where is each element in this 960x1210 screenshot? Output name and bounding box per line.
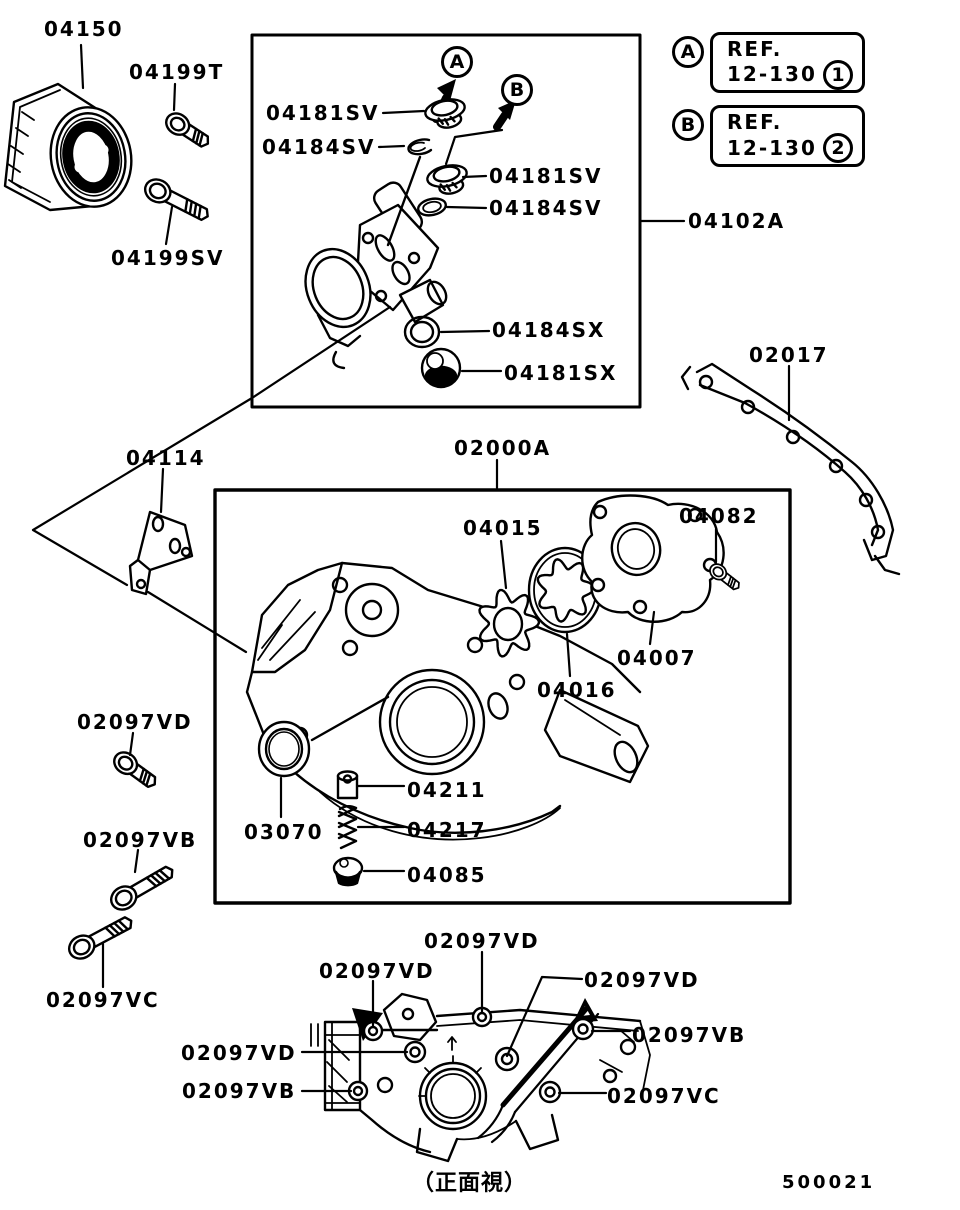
plug-04181SX-drawing bbox=[420, 347, 462, 389]
ref-b-number-circle: 2 bbox=[823, 133, 853, 163]
part-label-04114: 04114 bbox=[126, 446, 206, 470]
cover-04007-drawing bbox=[581, 494, 725, 623]
part-label-04102A: 04102A bbox=[688, 209, 786, 233]
part-label-02097VC-left: 02097VC bbox=[46, 988, 160, 1012]
part-label-04181SV-2: 04181SV bbox=[489, 164, 603, 188]
part-label-04184SX: 04184SX bbox=[492, 318, 606, 342]
plunger-04211-drawing bbox=[336, 770, 359, 800]
seal-03070-drawing bbox=[257, 720, 311, 778]
washer-04184SV-1-drawing bbox=[407, 138, 433, 156]
callout-a-circle: A bbox=[441, 46, 473, 78]
part-label-04085: 04085 bbox=[407, 863, 487, 887]
oil-pump-bracket-assembly-drawing bbox=[304, 155, 448, 370]
part-label-04007: 04007 bbox=[617, 646, 697, 670]
part-label-04181SV-1: 04181SV bbox=[266, 101, 380, 125]
part-label-02097VD-bottomleft: 02097VD bbox=[181, 1041, 297, 1065]
bolt-04199T-drawing bbox=[160, 107, 215, 154]
spring-04217-drawing bbox=[337, 805, 358, 850]
ref-a-line1: REF. bbox=[727, 37, 783, 61]
part-label-04082: 04082 bbox=[679, 504, 759, 528]
center-assembly-box bbox=[213, 488, 792, 905]
ref-a-marker-circle: A bbox=[672, 36, 704, 68]
union-bolt-04181SV-1-drawing bbox=[422, 94, 470, 133]
part-label-02097VB-bottomright: 02097VB bbox=[632, 1023, 747, 1047]
ring-04184SX-drawing bbox=[403, 315, 441, 349]
bracket-04114-drawing bbox=[128, 510, 194, 596]
ref-b-marker-circle: B bbox=[672, 109, 704, 141]
part-label-04199T: 04199T bbox=[129, 60, 225, 84]
oil-pump-case-drawing bbox=[245, 561, 650, 841]
part-label-04150: 04150 bbox=[44, 17, 124, 41]
leader-lines bbox=[31, 43, 791, 1095]
part-label-02097VD-mid: 02097VD bbox=[319, 959, 435, 983]
ref-a-number-circle: 1 bbox=[823, 60, 853, 90]
part-label-02097VD-top: 02097VD bbox=[424, 929, 540, 953]
ref-a-line2: 12-130 bbox=[727, 62, 817, 86]
gasket-02017-drawing bbox=[680, 362, 901, 576]
part-label-04016: 04016 bbox=[537, 678, 617, 702]
plug-04085-drawing bbox=[332, 856, 364, 887]
part-label-02097VC-bottomright: 02097VC bbox=[607, 1084, 721, 1108]
part-label-04217: 04217 bbox=[407, 818, 487, 842]
part-label-02017: 02017 bbox=[749, 343, 829, 367]
part-label-04184SV-2: 04184SV bbox=[489, 196, 603, 220]
callout-b-circle: B bbox=[501, 74, 533, 106]
part-label-02097VD-left: 02097VD bbox=[77, 710, 193, 734]
oring-04184SV-2-drawing bbox=[417, 197, 447, 217]
union-bolt-04181SV-2-drawing bbox=[424, 160, 472, 199]
part-label-04211: 04211 bbox=[407, 778, 487, 802]
front-view-drawing bbox=[310, 992, 651, 1163]
part-label-02097VD-right: 02097VD bbox=[584, 968, 700, 992]
rotor-04015-drawing bbox=[478, 588, 541, 658]
sheet-code: 500021 bbox=[782, 1172, 876, 1193]
bolt-04082-drawing bbox=[706, 560, 744, 595]
part-label-04184SV-1: 04184SV bbox=[262, 135, 376, 159]
bolt-02097VB-left-drawing bbox=[105, 859, 179, 916]
bolt-02097VD-left-drawing bbox=[108, 746, 162, 794]
part-label-04015: 04015 bbox=[463, 516, 543, 540]
oil-filter-drawing bbox=[3, 82, 133, 212]
part-label-04199SV: 04199SV bbox=[111, 246, 225, 270]
bolt-02097VC-left-drawing bbox=[63, 909, 138, 965]
bolt-04199SV-drawing bbox=[140, 174, 214, 228]
front-view-caption: （正面視） bbox=[412, 1171, 528, 1196]
part-label-02000A: 02000A bbox=[454, 436, 552, 460]
ref-b-line2: 12-130 bbox=[727, 136, 817, 160]
ref-b-line1: REF. bbox=[727, 110, 783, 134]
part-label-04181SX: 04181SX bbox=[504, 361, 618, 385]
part-label-02097VB-left: 02097VB bbox=[83, 828, 198, 852]
part-label-02097VB-bottomleft: 02097VB bbox=[182, 1079, 297, 1103]
part-label-03070: 03070 bbox=[244, 820, 324, 844]
